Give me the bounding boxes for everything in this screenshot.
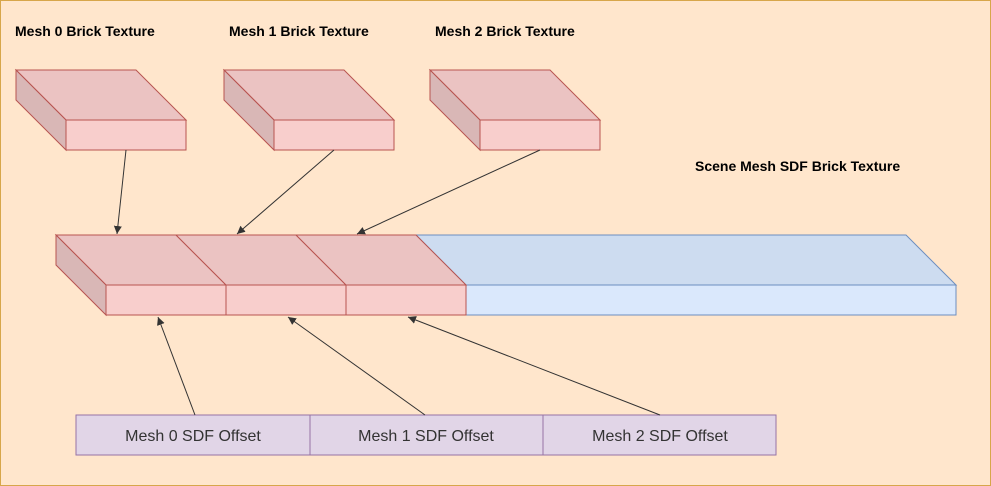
arrow-offset0-to-slot0 xyxy=(157,316,196,416)
arrow-offset2-to-slot2 xyxy=(407,316,661,416)
mesh-2-brick-label: Mesh 2 Brick Texture xyxy=(435,23,575,39)
scene-brick-texture[interactable] xyxy=(54,233,958,317)
mesh-1-brick-label: Mesh 1 Brick Texture xyxy=(229,23,369,39)
arrow-offset1-to-slot1 xyxy=(287,316,426,416)
arrow-mesh2-to-slot2 xyxy=(356,149,541,235)
mesh-1-offset-label: Mesh 1 SDF Offset xyxy=(358,428,494,445)
scene-brick-label: Scene Mesh SDF Brick Texture xyxy=(695,158,900,174)
mesh-1-brick-front xyxy=(273,119,395,151)
arrow-mesh0-to-slot0 xyxy=(113,149,127,235)
scene-side xyxy=(55,233,107,317)
mesh-2-offset-label: Mesh 2 SDF Offset xyxy=(592,428,728,445)
offset-table: Mesh 0 SDF Offset Mesh 1 SDF Offset Mesh… xyxy=(75,414,777,456)
mesh-1-brick-texture[interactable] xyxy=(222,68,396,152)
scene-free-top xyxy=(414,234,958,286)
scene-free-front xyxy=(465,284,957,316)
scene-slot-2-front xyxy=(345,284,467,316)
mesh-0-brick-texture[interactable] xyxy=(14,68,188,152)
mesh-2-brick-texture[interactable] xyxy=(428,68,602,152)
mesh-1-offset-cell[interactable] xyxy=(309,414,544,456)
mesh-0-offset-label: Mesh 0 SDF Offset xyxy=(125,428,261,445)
mesh-0-brick-label: Mesh 0 Brick Texture xyxy=(15,23,155,39)
mesh-0-brick-front xyxy=(65,119,187,151)
arrow-mesh1-to-slot1 xyxy=(236,149,335,235)
mesh-0-offset-cell[interactable] xyxy=(75,414,311,456)
scene-slot-1-front xyxy=(225,284,347,316)
scene-slot-0-front xyxy=(105,284,227,316)
mesh-2-brick-front xyxy=(479,119,601,151)
